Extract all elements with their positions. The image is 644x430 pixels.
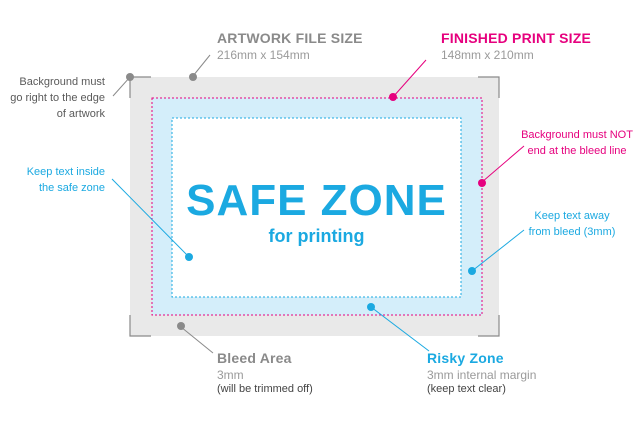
bleed-area-note: (will be trimmed off)	[217, 383, 313, 395]
finished-size: 148mm x 210mm	[441, 48, 534, 62]
crop-marks	[129, 76, 500, 337]
safe-zone-rect	[171, 117, 462, 298]
marker-dot	[177, 322, 185, 330]
bleed-area-size: 3mm	[217, 368, 244, 382]
marker-dot	[478, 179, 486, 187]
risky-zone-size: 3mm internal margin	[427, 368, 537, 382]
marker-dot	[185, 253, 193, 261]
bleed-area-title: Bleed Area	[217, 350, 292, 366]
away-bleed-note: Keep text away from bleed (3mm)	[528, 210, 616, 238]
marker-dot	[189, 73, 197, 81]
safe-zone-note: Keep text inside the safe zone	[26, 166, 105, 194]
bleed-line-note: Background must NOT end at the bleed lin…	[521, 129, 633, 157]
marker-dot	[468, 267, 476, 275]
background-edge-note: Background must go right to the edge of …	[10, 76, 105, 120]
safe-zone-subtitle: for printing	[268, 226, 365, 246]
safe-zone-title: SAFE ZONE	[186, 176, 447, 225]
marker-dot	[367, 303, 375, 311]
marker-dot	[389, 93, 397, 101]
risky-zone-note: (keep text clear)	[427, 383, 506, 395]
risky-zone-title: Risky Zone	[427, 350, 504, 366]
trim-line	[151, 97, 483, 316]
artwork-title: ARTWORK FILE SIZE	[217, 30, 363, 46]
leader-lines	[111, 54, 525, 354]
marker-dot	[126, 73, 134, 81]
artwork-size: 216mm x 154mm	[217, 48, 310, 62]
finished-title: FINISHED PRINT SIZE	[441, 30, 592, 46]
